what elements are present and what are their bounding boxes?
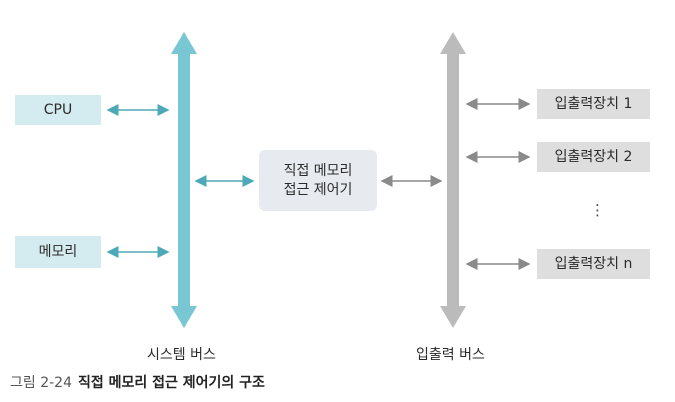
figure-title: 직접 메모리 접근 제어기의 구조: [77, 375, 265, 391]
io-device-2-label: 입출력장치 2: [554, 148, 633, 165]
dma-label-line2: 접근 제어기: [283, 181, 353, 198]
io-device-2-box: 입출력장치 2: [537, 142, 650, 172]
system-bus-arrow: [171, 32, 197, 328]
cpu-label: CPU: [43, 101, 73, 118]
cpu-box: CPU: [15, 95, 101, 125]
io-device-1-box: 입출력장치 1: [537, 89, 650, 119]
figure-number: 그림 2-24: [10, 375, 72, 391]
dma-controller-box: 직접 메모리 접근 제어기: [259, 150, 377, 211]
memory-label: 메모리: [38, 243, 78, 260]
io-device-n-label: 입출력장치 n: [554, 255, 633, 272]
io-device-1-label: 입출력장치 1: [554, 95, 633, 112]
figure-caption: 그림 2-24 직접 메모리 접근 제어기의 구조: [10, 372, 265, 392]
system-bus-label: 시스템 버스: [147, 347, 216, 363]
dma-label-line1: 직접 메모리: [283, 162, 353, 179]
io-bus-arrow: [440, 32, 466, 328]
io-device-ellipsis: ⋮: [590, 201, 605, 219]
io-bus-label: 입출력 버스: [416, 347, 485, 363]
io-device-n-box: 입출력장치 n: [537, 249, 650, 279]
memory-box: 메모리: [15, 236, 101, 268]
